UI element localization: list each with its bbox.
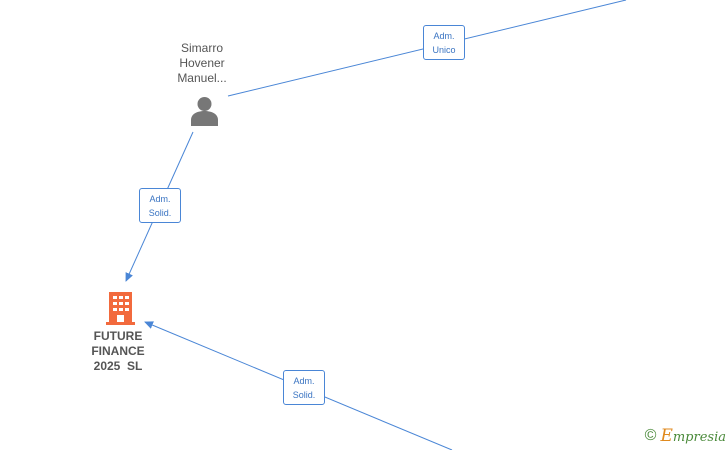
- edge-label-line: Solid.: [148, 208, 172, 218]
- company-name-line: 2025 SL: [93, 359, 143, 373]
- edge-label-line: Unico: [432, 45, 456, 55]
- person-name-line: Manuel...: [177, 71, 227, 85]
- edge-label-line: Solid.: [292, 390, 316, 400]
- building-icon[interactable]: [106, 291, 135, 325]
- person-name-line: Hovener: [179, 56, 225, 70]
- brand-logo: Empresia: [660, 426, 726, 446]
- company-node-name[interactable]: FUTURE FINANCE 2025 SL: [63, 329, 173, 374]
- brand-initial: E: [660, 426, 673, 446]
- edge-label-line: Adm.: [149, 194, 171, 204]
- person-node-name[interactable]: Simarro Hovener Manuel...: [152, 41, 252, 86]
- edge-label-adm-unico[interactable]: Adm. Unico: [423, 25, 465, 60]
- copyright-icon: ©: [644, 427, 657, 444]
- person-icon[interactable]: [189, 96, 220, 126]
- person-name-line: Simarro: [180, 41, 223, 55]
- edge-label-line: Adm.: [293, 376, 315, 386]
- brand-name-rest: mpresia: [672, 430, 726, 445]
- company-name-line: FINANCE: [91, 344, 145, 358]
- edge-label-line: Adm.: [433, 31, 455, 41]
- edge-label-adm-solid-external[interactable]: Adm. Solid.: [283, 370, 325, 405]
- edge-label-adm-solid-person[interactable]: Adm. Solid.: [139, 188, 181, 223]
- company-name-line: FUTURE: [93, 329, 143, 343]
- brand-watermark: © Empresia: [645, 426, 726, 446]
